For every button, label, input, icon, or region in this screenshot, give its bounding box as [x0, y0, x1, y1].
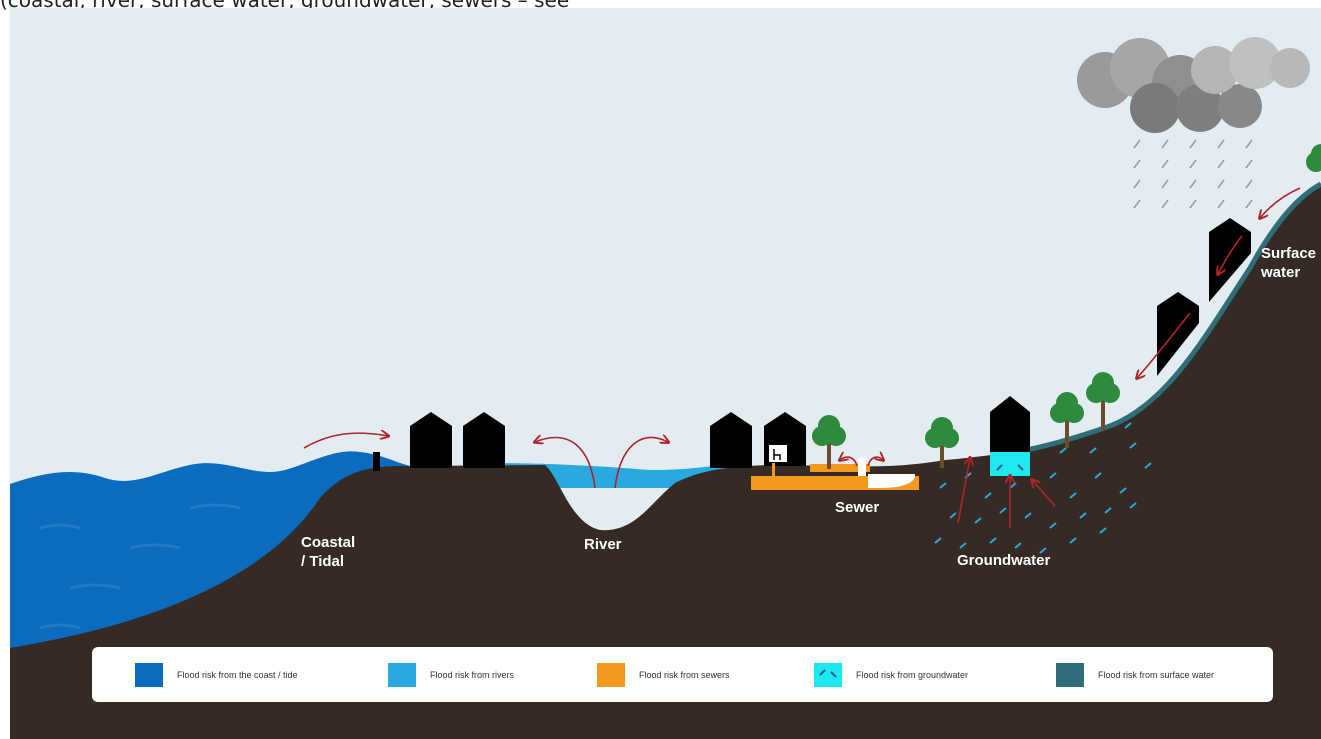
- arrow-surface-1: [1137, 312, 1191, 378]
- sea-wall: [373, 452, 380, 471]
- house-6: [1157, 292, 1199, 376]
- arrow-coastal: [303, 433, 388, 449]
- arrow-sewer-left: [840, 457, 858, 467]
- legend-item-rivers: Flood risk from rivers: [388, 663, 514, 687]
- toilet-icon: [773, 449, 781, 460]
- tree-5: [1306, 144, 1321, 172]
- basement-dashes: [996, 464, 1024, 471]
- river-swatch-icon: [388, 663, 416, 687]
- label-groundwater: Groundwater: [957, 552, 1051, 569]
- sewer-overflow: [810, 464, 870, 472]
- legend-label: Flood risk from groundwater: [856, 670, 969, 680]
- arrow-river-right: [614, 438, 668, 489]
- label-sewer: Sewer: [835, 499, 880, 516]
- groundwater-swatch-icon: [814, 663, 842, 687]
- arrow-gw-1: [957, 458, 970, 524]
- arrow-surface-2: [1218, 235, 1243, 274]
- legend-item-coast: Flood risk from the coast / tide: [135, 663, 298, 687]
- legend: Flood risk from the coast / tide Flood r…: [92, 647, 1273, 702]
- surface-water-swatch-icon: [1056, 663, 1084, 687]
- sewer-chamber: [868, 474, 916, 488]
- trees: [812, 144, 1321, 469]
- groundwater-basement: [990, 452, 1030, 476]
- arrow-surface-3: [1260, 187, 1301, 218]
- flood-diagram: [10, 8, 1321, 739]
- house-3: [710, 412, 752, 468]
- rain-cloud: [1077, 37, 1310, 133]
- arrow-gw-3: [1032, 480, 1056, 507]
- house-2: [463, 412, 505, 468]
- arrow-sewer-right: [867, 457, 883, 467]
- house-1: [410, 412, 452, 468]
- legend-label: Flood risk from sewers: [639, 670, 730, 680]
- sewer-shaft: [858, 458, 866, 476]
- legend-item-surface-water: Flood risk from surface water: [1056, 663, 1214, 687]
- legend-label: Flood risk from rivers: [430, 670, 515, 680]
- rain-streaks: [1133, 139, 1253, 209]
- toilet-window: [769, 445, 787, 462]
- ground: [10, 184, 1321, 739]
- tree-3: [1050, 392, 1084, 448]
- toilet-pipe: [772, 463, 775, 476]
- sewer-swatch-icon: [597, 663, 625, 687]
- coast-swatch-icon: [135, 663, 163, 687]
- tree-2: [925, 417, 959, 468]
- legend-label: Flood risk from surface water: [1098, 670, 1215, 680]
- flood-arrows: [303, 187, 1301, 528]
- tree-1: [812, 415, 846, 469]
- house-5: [990, 396, 1030, 452]
- arrow-river-left: [535, 438, 596, 489]
- groundwater-dashes: [934, 422, 1152, 554]
- legend-label: Flood risk from the coast / tide: [177, 670, 298, 680]
- label-river: River: [584, 536, 622, 553]
- label-coastal: Coastal/ Tidal: [301, 534, 356, 570]
- tree-4: [1086, 372, 1120, 430]
- legend-item-sewers: Flood risk from sewers: [597, 663, 730, 687]
- legend-item-groundwater: Flood risk from groundwater: [814, 663, 968, 687]
